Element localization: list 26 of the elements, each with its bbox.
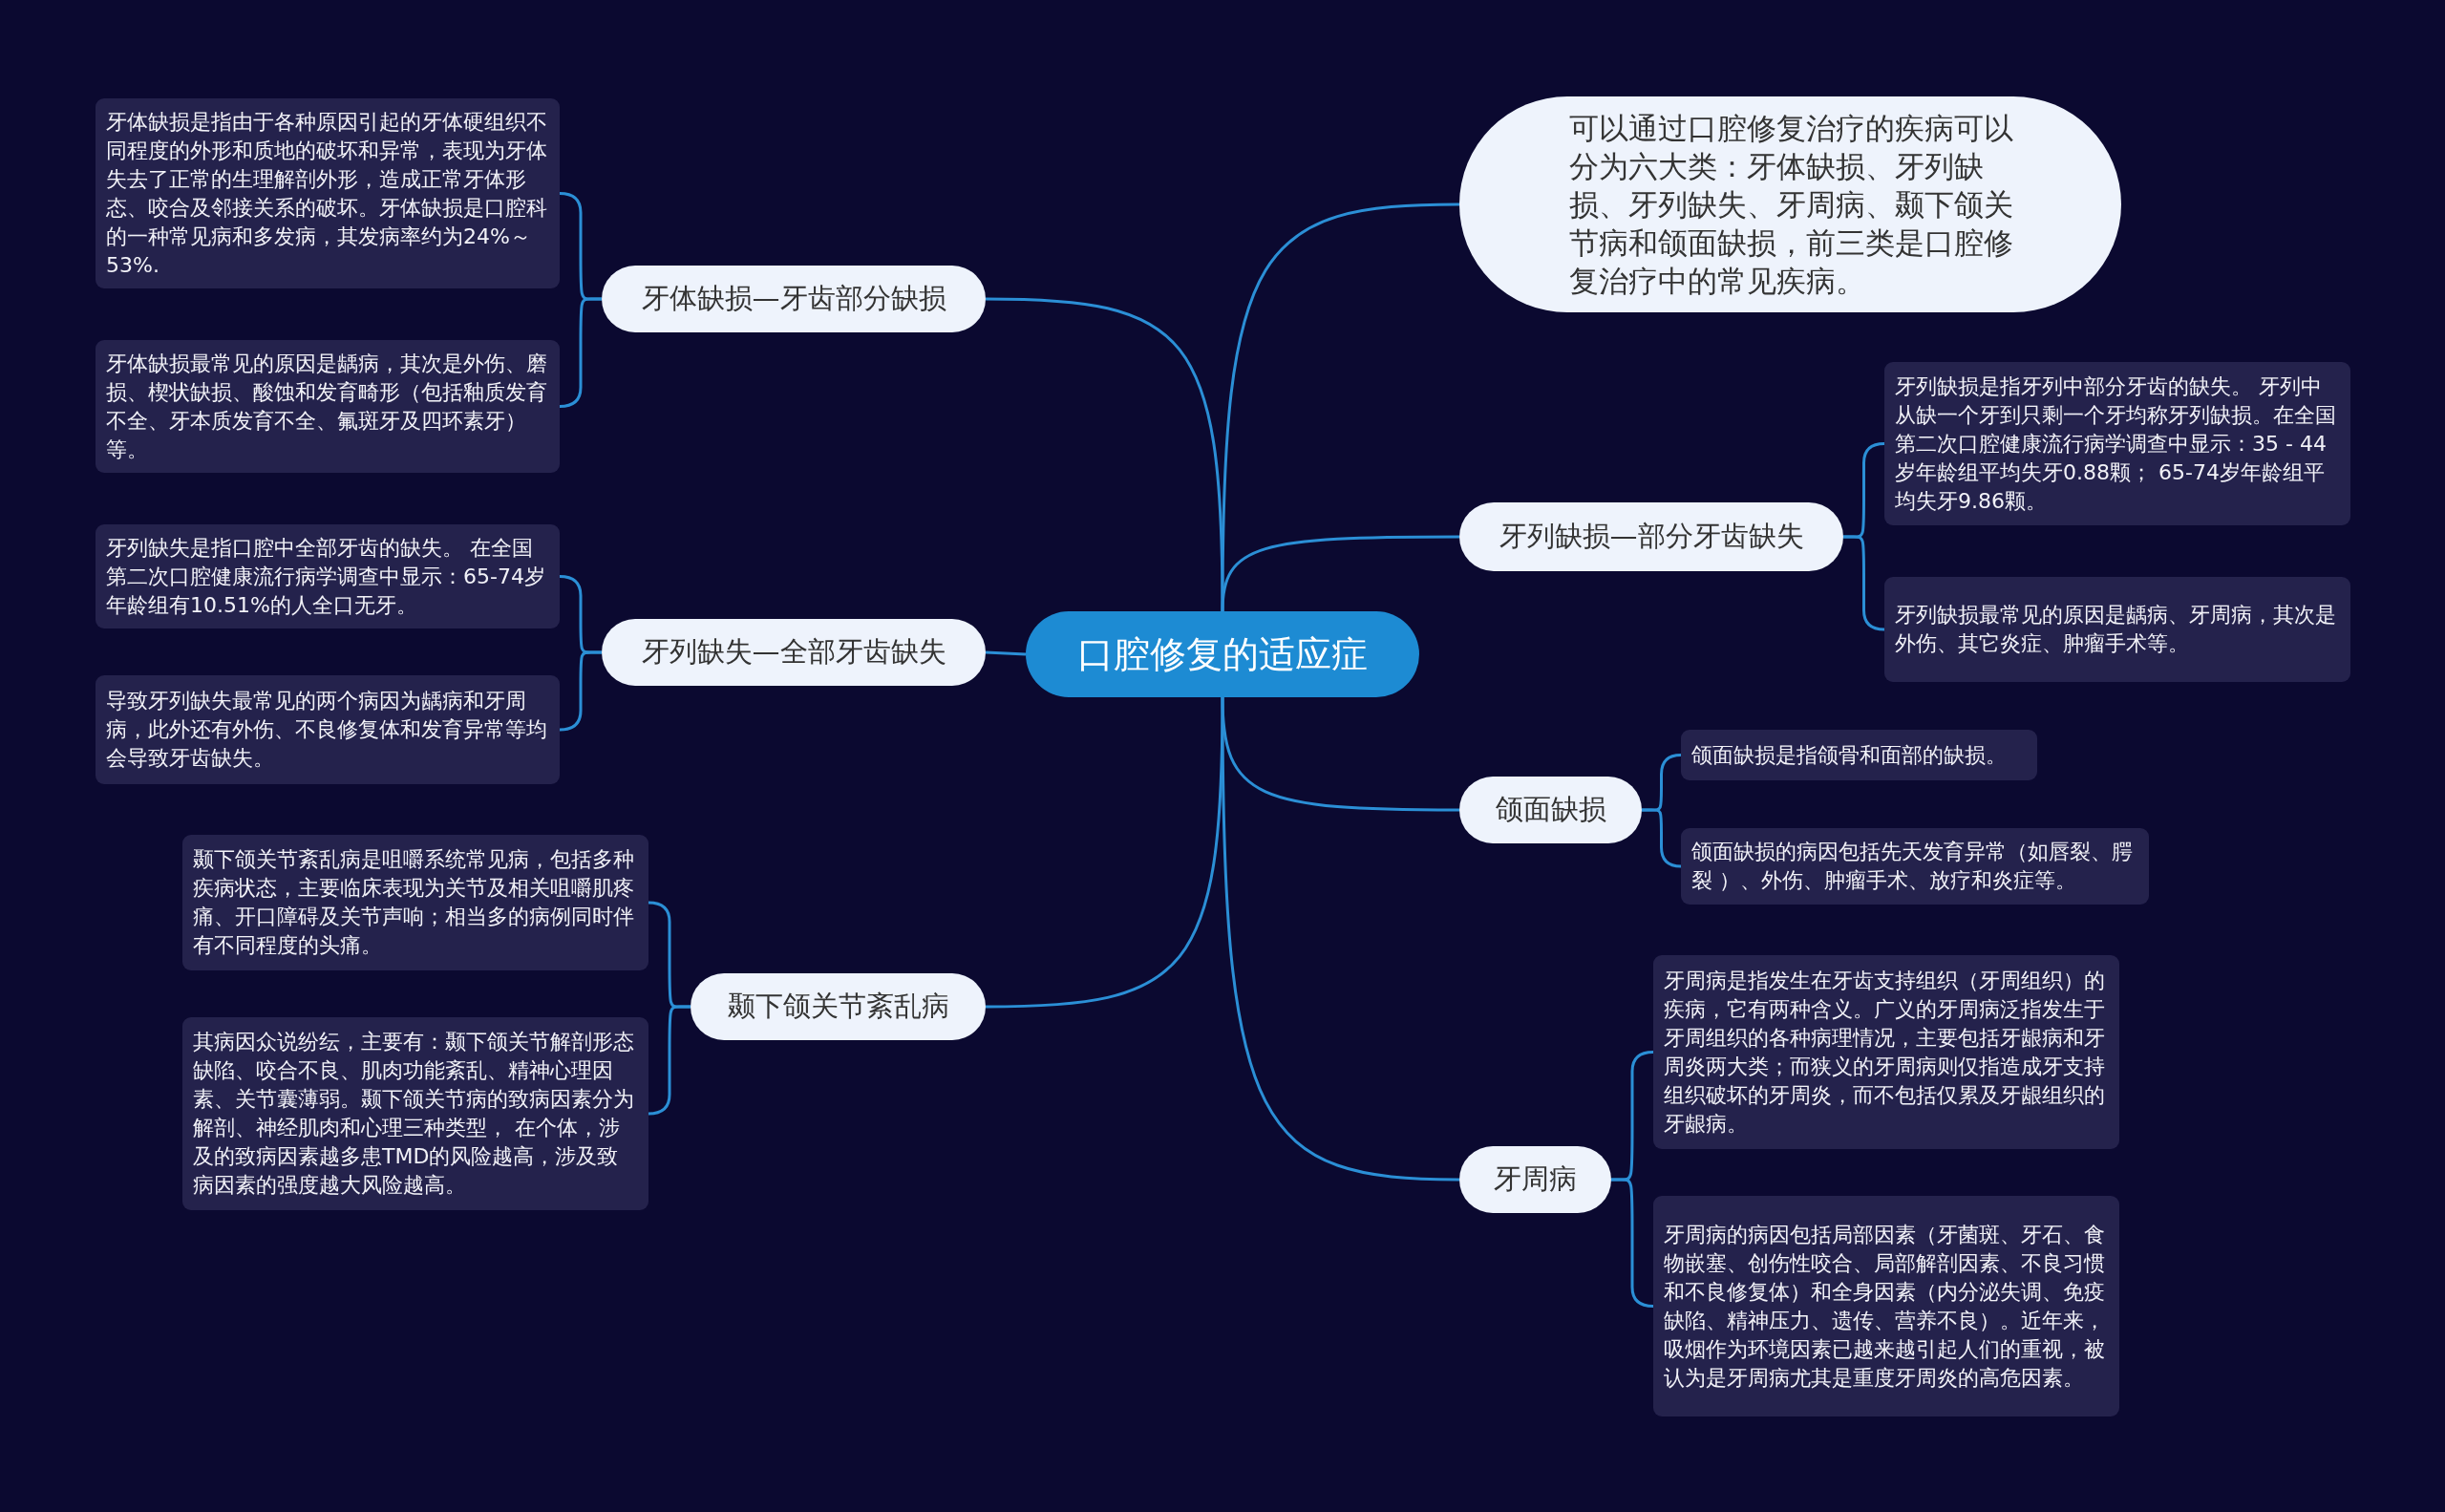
summary-bubble: 可以通过口腔修复治疗的疾病可以分为六大类：牙体缺损、牙列缺损、牙列缺失、牙周病、颞下颌关节病和颌面缺损，前三类是口腔修复治疗中的常见疾病。: [1459, 96, 2121, 312]
central-topic: 口腔修复的适应症: [1026, 611, 1419, 697]
topic-pill: 牙周病: [1459, 1146, 1611, 1213]
connector: [985, 696, 1224, 1009]
note-card: 牙列缺损是指牙列中部分牙齿的缺失。 牙列中从缺一个牙到只剩一个牙均称牙列缺损。在全国第二次口腔健康流行病学调查中显示：35 - 44岁年龄组平均失牙0.88颗； 65-74岁年龄组平均失牙9.86颗。: [1884, 362, 2350, 525]
note-card: 牙周病的病因包括局部因素（牙菌斑、牙石、食物嵌塞、创伤性咬合、局部解剖因素、不良习惯和不良修复体）和全身因素（内分泌失调、免疫缺陷、精神压力、遗传、营养不良）。近年来，吸烟作为环境因素已越来越引起人们的重视，被认为是牙周病尤其是重度牙周炎的高危因素。: [1653, 1196, 2119, 1416]
note-card: 导致牙列缺失最常见的两个病因为龋病和牙周病，此外还有外伤、不良修复体和发育异常等均会导致牙齿缺失。: [96, 675, 560, 784]
note-card: 牙列缺失是指口腔中全部牙齿的缺失。 在全国第二次口腔健康流行病学调查中显示：65-74岁年龄组有10.51%的人全口无牙。: [96, 524, 560, 628]
connector: [985, 650, 1027, 656]
note-card: 牙体缺损是指由于各种原因引起的牙体硬组织不同程度的外形和质地的破坏和异常，表现为牙体失去了正常的生理解剖外形，造成正常牙体形态、咬合及邻接关系的破坏。牙体缺损是口腔科的一种常见病和多发病，其发病率约为24%～53%.: [96, 98, 560, 288]
connector: [1642, 808, 1682, 868]
topic-pill: 牙列缺损—部分牙齿缺失: [1459, 502, 1843, 571]
connector: [1221, 535, 1459, 612]
note-card: 颞下颌关节紊乱病是咀嚼系统常见病，包括多种疾病状态，主要临床表现为关节及相关咀嚼肌疼痛、开口障碍及关节声响；相当多的病例同时伴有不同程度的头痛。: [182, 835, 648, 970]
note-card: 牙周病是指发生在牙齿支持组织（牙周组织）的疾病，它有两种含义。广义的牙周病泛指发生于牙周组织的各种病理情况，主要包括牙龈病和牙周炎两大类；而狭义的牙周病则仅指造成牙支持组织破坏的牙周炎，而不包括仅累及牙龈组织的牙龈病。: [1653, 955, 2119, 1149]
topic-pill: 牙体缺损—牙齿部分缺损: [602, 266, 986, 332]
note-card: 牙列缺损最常见的原因是龋病、牙周病，其次是外伤、其它炎症、肿瘤手术等。: [1884, 577, 2350, 682]
note-card: 颌面缺损是指颌骨和面部的缺损。: [1681, 730, 2037, 780]
note-card: 颌面缺损的病因包括先天发育异常（如唇裂、腭裂 ）、外伤、肿瘤手术、放疗和炎症等。: [1681, 828, 2149, 905]
topic-pill: 颌面缺损: [1459, 777, 1642, 843]
note-card: 牙体缺损最常见的原因是龋病，其次是外伤、磨损、楔状缺损、酸蚀和发育畸形（包括釉质发育不全、牙本质发育不全、氟斑牙及四环素牙）等。: [96, 340, 560, 473]
topic-pill: 颞下颌关节紊乱病: [691, 973, 986, 1040]
connector: [1221, 202, 1460, 611]
topic-pill: 牙列缺失—全部牙齿缺失: [602, 619, 986, 686]
connector: [1221, 697, 1460, 1182]
note-card: 其病因众说纷纭，主要有：颞下颌关节解剖形态缺陷、咬合不良、肌肉功能紊乱、精神心理因素、关节囊薄弱。颞下颌关节病的致病因素分为解剖、神经肌肉和心理三种类型， 在个体，涉及的致病因素越多患TMD的风险越高，涉及致病因素的强度越大风险越高。: [182, 1017, 648, 1210]
